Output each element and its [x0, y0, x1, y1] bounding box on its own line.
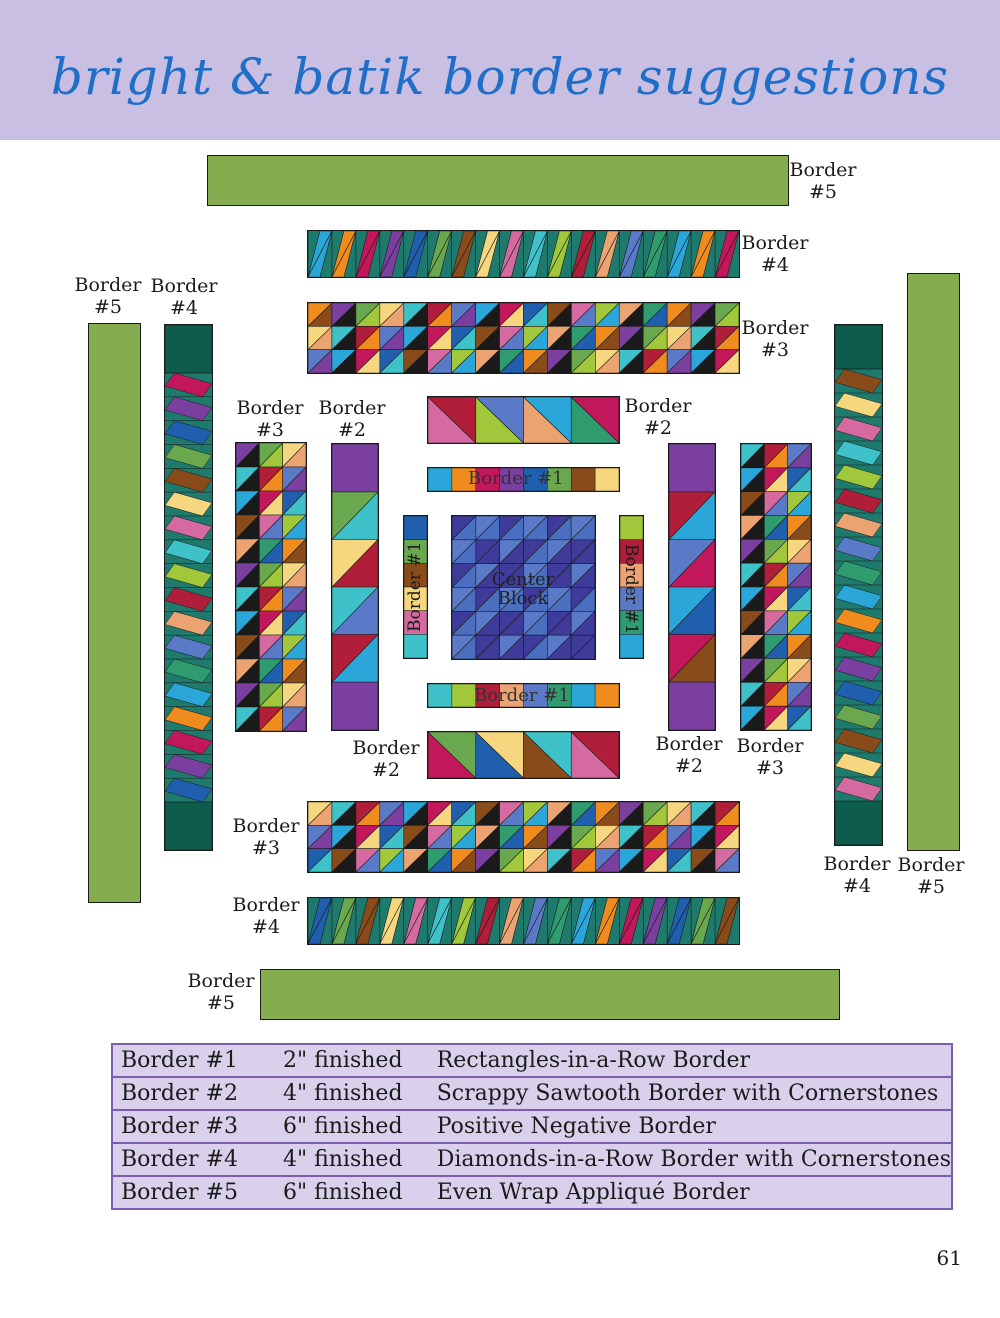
label-border2-top: Border #2: [624, 395, 692, 439]
label-border5-left: Border #5: [74, 274, 142, 318]
border2-right-strip: [668, 443, 716, 731]
page-number: 61: [936, 1246, 962, 1270]
border1-bottom-caption: Border #1: [474, 685, 570, 706]
border1-left-strip: [403, 515, 428, 659]
border1-bottom-strip: [427, 683, 620, 708]
border3-left-strip: [235, 442, 307, 732]
label-border2-right: Border #2: [655, 733, 723, 777]
center-block: [451, 515, 596, 660]
legend-border-desc: Diamonds-in-a-Row Border with Cornerston…: [428, 1143, 952, 1177]
label-border4-bottom: Border #4: [232, 894, 300, 938]
legend-border-desc: Even Wrap Appliqué Border: [436, 1180, 750, 1205]
border3-right-strip: [740, 443, 812, 731]
legend-row: Border #5 6" finished Even Wrap Appliqué…: [112, 1176, 952, 1209]
label-border5-bottom: Border #5: [187, 970, 255, 1014]
label-border4-right: Border #4: [823, 853, 891, 897]
border1-right-caption: Border #1: [621, 544, 641, 635]
legend-border-size: 4" finished: [274, 1143, 429, 1177]
border2-left-strip: [331, 443, 379, 731]
legend-border-desc: Rectangles-in-a-Row Border: [428, 1044, 952, 1078]
border3-bottom-strip: [307, 801, 740, 873]
border5-right-strip: [907, 273, 960, 851]
legend-border-name: Border #5: [121, 1180, 238, 1205]
label-border3-left: Border #3: [236, 397, 304, 441]
legend-row: Border #2 4" finished Scrappy Sawtooth B…: [112, 1077, 952, 1111]
label-border4-left: Border #4: [150, 275, 218, 319]
border5-top-strip: [207, 155, 789, 206]
border1-top-caption: Border #1: [468, 468, 564, 489]
border3-top-strip: [307, 302, 740, 374]
label-border3-top: Border #3: [741, 317, 809, 361]
legend-border-size: 6" finished: [282, 1180, 403, 1205]
legend-border-name: Border #1: [112, 1044, 275, 1078]
border4-bottom-strip: [307, 897, 740, 945]
label-border5-right: Border #5: [897, 854, 965, 898]
legend-border-size: 4" finished: [274, 1077, 429, 1111]
legend-row: Border #3 6" finished Positive Negative …: [112, 1110, 952, 1144]
legend-row: Border #4 4" finished Diamonds-in-a-Row …: [112, 1143, 952, 1177]
border4-top-strip: [307, 230, 740, 278]
border4-right-strip: [834, 324, 883, 846]
legend-border-name: Border #2: [112, 1077, 275, 1111]
border1-right-strip: [619, 515, 644, 659]
page-title: bright & batik border suggestions: [50, 48, 950, 106]
border4-left-strip: [164, 324, 213, 851]
center-block-caption: Center Block: [491, 569, 555, 609]
label-border2-left: Border #2: [318, 397, 386, 441]
border2-top-strip: [427, 396, 620, 444]
border5-bottom-strip: [260, 969, 840, 1020]
label-border2-bottom: Border #2: [352, 737, 420, 781]
legend-border-desc: Positive Negative Border: [428, 1110, 952, 1144]
legend-border-name: Border #3: [112, 1110, 275, 1144]
border5-left-strip: [88, 323, 141, 903]
label-border3-right: Border #3: [736, 735, 804, 779]
border2-bottom-strip: [427, 731, 620, 779]
legend-row: Border #1 2" finished Rectangles-in-a-Ro…: [112, 1044, 952, 1078]
page-header: [0, 0, 1000, 140]
border-legend-table: Border #1 2" finished Rectangles-in-a-Ro…: [111, 1043, 953, 1210]
legend-border-size: 2" finished: [274, 1044, 429, 1078]
legend-border-desc: Scrappy Sawtooth Border with Cornerstone…: [428, 1077, 952, 1111]
border1-top-strip: [427, 467, 620, 492]
label-border4-top: Border #4: [741, 232, 809, 276]
label-border3-bottom: Border #3: [232, 815, 300, 859]
label-border5-top: Border #5: [789, 159, 857, 203]
legend-border-name: Border #4: [112, 1143, 275, 1177]
border1-left-caption: Border #1: [405, 541, 425, 632]
legend-border-size: 6" finished: [274, 1110, 429, 1144]
